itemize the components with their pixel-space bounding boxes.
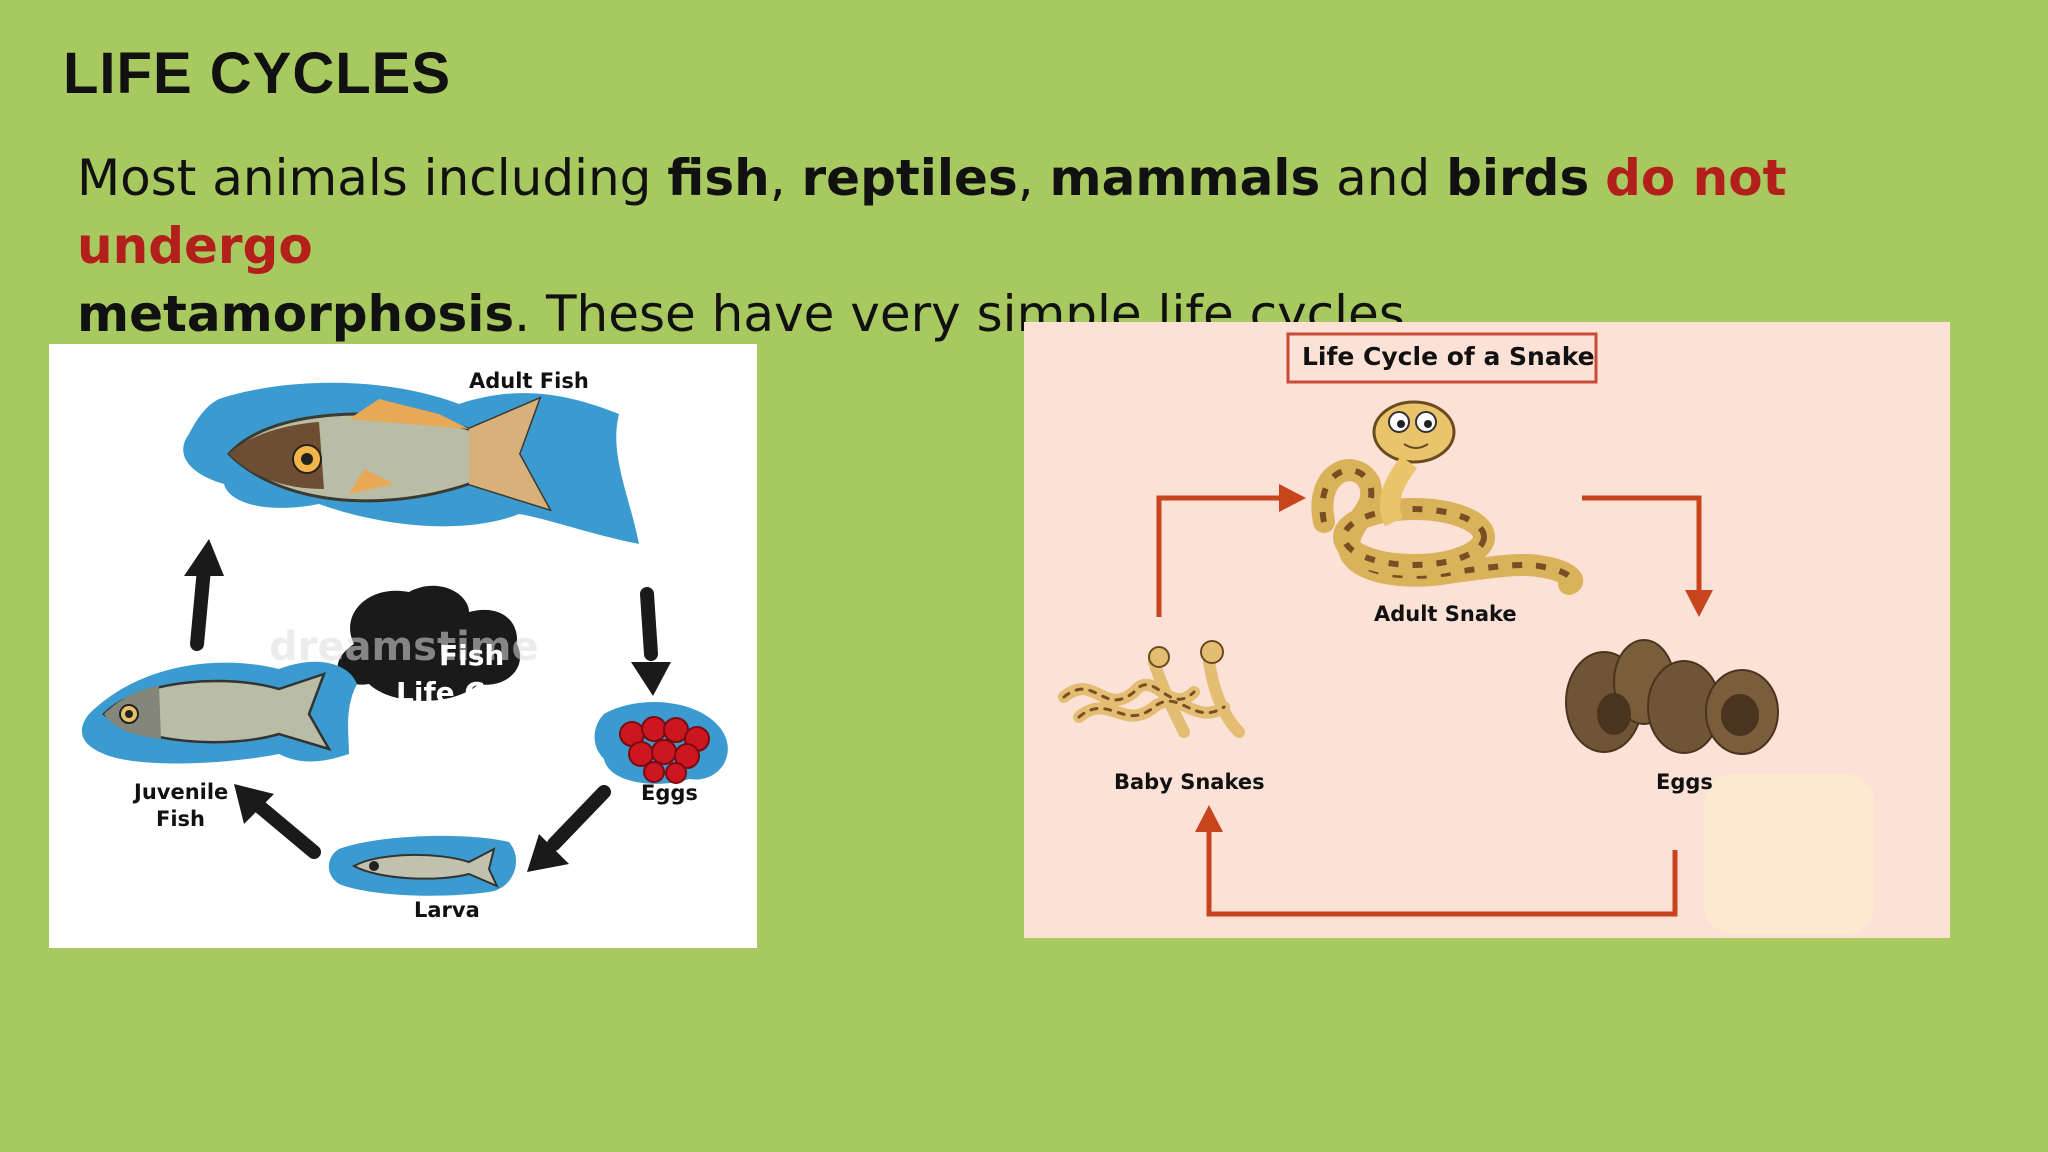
snake-eggs-icon xyxy=(1565,639,1779,755)
snake-life-cycle-diagram: Life Cycle of a Snake Adult Snake Eggs B… xyxy=(1024,322,1950,938)
label-eggs: Eggs xyxy=(641,781,698,805)
comma-2: , xyxy=(1017,149,1050,207)
label-snake-eggs: Eggs xyxy=(1656,770,1713,794)
word-reptiles: reptiles xyxy=(801,149,1018,207)
snake-diagram-title: Life Cycle of a Snake xyxy=(1302,342,1595,371)
watermark-text: dreamstime xyxy=(269,624,539,670)
label-larva: Larva xyxy=(414,898,480,922)
arrow-eggs-to-babies xyxy=(1206,832,1678,917)
adult-snake-icon xyxy=(1311,400,1584,595)
center-label-life-cycle: Life Cycle xyxy=(396,676,549,709)
word-mammals: mammals xyxy=(1049,149,1321,207)
word-birds: birds xyxy=(1446,149,1590,207)
baby-snakes-icon xyxy=(1058,656,1245,738)
word-and: and xyxy=(1320,149,1447,207)
center-label-fish: Fish xyxy=(439,639,505,672)
word-fish: fish xyxy=(667,149,770,207)
word-metamorphosis: metamorphosis xyxy=(77,285,515,343)
overlay-patch xyxy=(1704,774,1874,934)
space xyxy=(1589,149,1605,207)
arrow-juvenile-to-adult xyxy=(190,562,211,651)
intro-text-1: Most animals including xyxy=(77,149,668,207)
eggs-icon xyxy=(619,716,710,784)
arrow-larva-to-juvenile xyxy=(252,799,321,859)
label-juvenile-fish: Fish xyxy=(156,807,205,831)
snake-title-box xyxy=(1286,332,1598,384)
arrow-eggs-to-larva xyxy=(547,785,611,851)
label-baby-snakes: Baby Snakes xyxy=(1114,770,1265,794)
comma-1: , xyxy=(769,149,802,207)
larva-icon xyxy=(351,847,500,888)
arrow-adult-to-eggs xyxy=(1582,495,1702,590)
slide-title: LIFE CYCLES xyxy=(63,41,452,106)
fish-life-cycle-diagram: dreamstime Fish Life Cycle Adult Fish Eg… xyxy=(49,344,757,948)
label-adult-snake: Adult Snake xyxy=(1374,602,1517,626)
highlight-do-not-undergo: do not undergo xyxy=(77,149,1787,275)
cycle-arrows xyxy=(190,562,658,859)
arrow-babies-to-adult xyxy=(1156,495,1279,617)
label-juvenile: Juvenile xyxy=(134,780,229,804)
intro-paragraph: Most animals including fish, reptiles, m… xyxy=(77,144,1977,348)
snake-cycle-graphics xyxy=(1058,332,1874,934)
arrow-adult-to-eggs xyxy=(640,587,658,661)
center-blob xyxy=(337,585,521,701)
label-adult-fish: Adult Fish xyxy=(469,369,589,393)
fish-cycle-graphics xyxy=(81,382,728,896)
snake-cycle-arrows xyxy=(1156,495,1702,917)
